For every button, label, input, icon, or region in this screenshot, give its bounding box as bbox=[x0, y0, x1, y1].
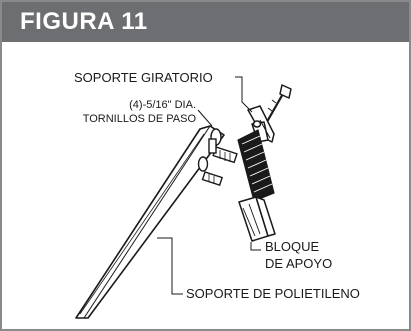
carriage-bolts-drawing bbox=[197, 128, 238, 187]
figure-header: FIGURA 11 bbox=[2, 2, 409, 42]
label-carriage-bolts: (4)-5/16" DIA. TORNILLOS DE PASO bbox=[49, 98, 196, 126]
leader-swivel bbox=[235, 76, 253, 113]
label-swivel-bracket: SOPORTE GIRATORIO bbox=[74, 70, 213, 85]
leader-bolts bbox=[197, 109, 213, 127]
poly-bracket-drawing bbox=[75, 125, 225, 319]
label-block-line2: DE APOYO bbox=[265, 256, 333, 271]
figure-title: FIGURA 11 bbox=[20, 8, 148, 35]
bolt-top-left bbox=[208, 138, 217, 154]
label-block-line1: BLOQUE bbox=[265, 239, 320, 254]
assembly-diagram bbox=[75, 76, 292, 319]
figure-body: SOPORTE GIRATORIO (4)-5/16" DIA. TORNILL… bbox=[2, 42, 409, 329]
label-bolts-line1: (4)-5/16" DIA. bbox=[129, 99, 196, 111]
label-poly-bracket: SOPORTE DE POLIETILENO bbox=[186, 286, 360, 301]
swivel-bracket-drawing bbox=[247, 84, 292, 143]
threaded-rod-drawing bbox=[237, 129, 275, 202]
leader-block bbox=[250, 242, 261, 251]
bolt-lower bbox=[197, 156, 224, 187]
bearing-block-drawing bbox=[238, 196, 276, 242]
leader-lines bbox=[157, 76, 261, 295]
label-bolts-line2: TORNILLOS DE PASO bbox=[82, 113, 196, 125]
leader-poly bbox=[157, 237, 183, 295]
label-bearing-block: BLOQUE DE APOYO bbox=[265, 238, 332, 272]
